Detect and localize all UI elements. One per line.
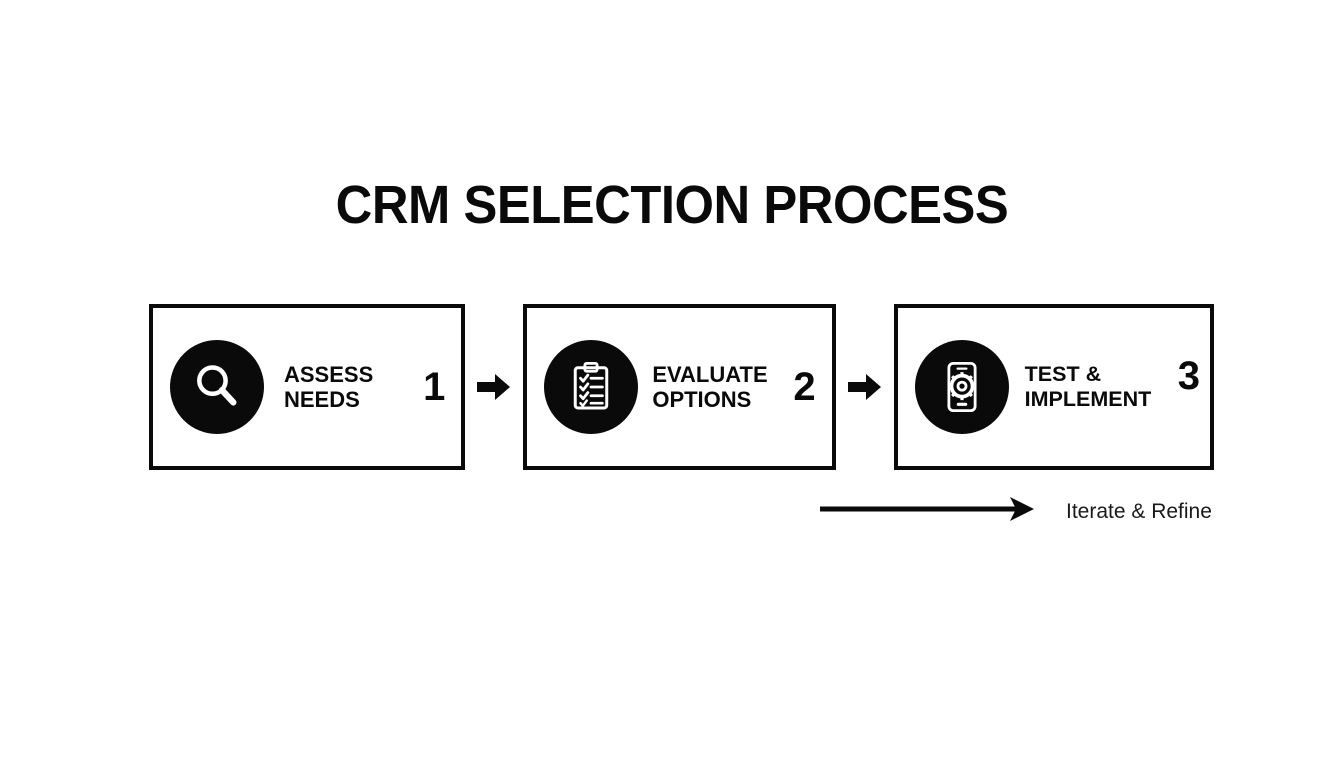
clipboard-checklist-icon (544, 340, 639, 434)
page-title: CRM SELECTION PROCESS (335, 175, 1009, 235)
connector-arrow-1 (465, 304, 523, 470)
smartphone-gear-icon (914, 340, 1009, 434)
long-arrow-right-icon (820, 492, 1036, 531)
step-label-1: ASSESS NEEDS (284, 361, 374, 412)
step-card-3[interactable]: TEST & IMPLEMENT 3 (893, 304, 1214, 470)
step-number-2: 2 (793, 365, 816, 409)
step-label-2: EVALUATE OPTIONS (652, 361, 768, 412)
iterate-refine-label: Iterate & Refine (1066, 500, 1212, 523)
process-steps: ASSESS NEEDS 1 (149, 304, 1214, 470)
step-number-3: 3 (1177, 354, 1200, 398)
step-number-1: 1 (423, 365, 446, 409)
step-card-1[interactable]: ASSESS NEEDS 1 (149, 304, 466, 470)
iterate-refine-row: Iterate & Refine (820, 492, 1212, 531)
step-label-3: TEST & IMPLEMENT (1024, 362, 1152, 411)
step-card-2[interactable]: EVALUATE OPTIONS 2 (523, 304, 836, 470)
magnifying-glass-icon (170, 340, 264, 434)
connector-arrow-2 (836, 304, 894, 470)
